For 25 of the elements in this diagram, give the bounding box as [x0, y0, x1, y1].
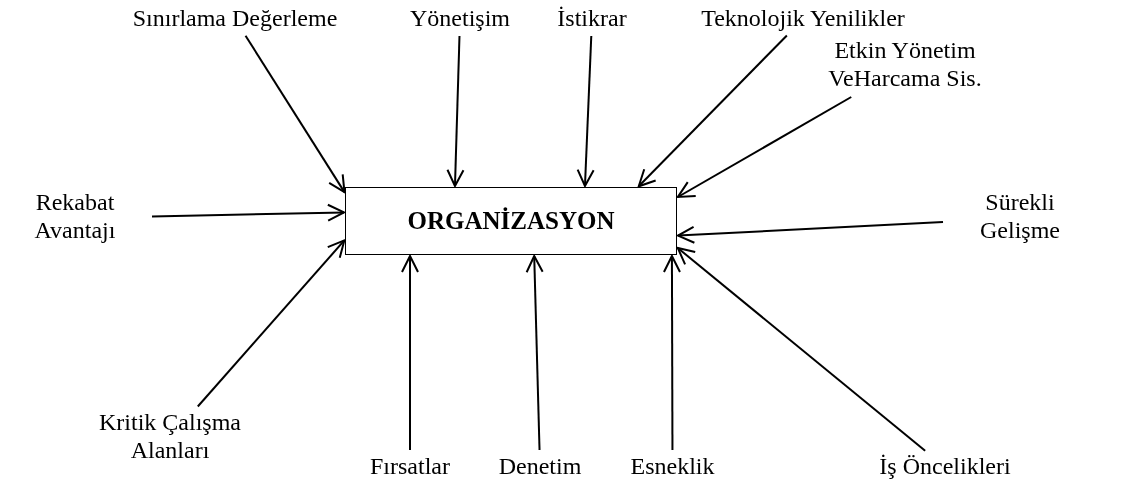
factor-label: Rekabat Avantajı: [0, 188, 150, 248]
arrow: [196, 239, 346, 408]
organization-box: ORGANİZASYON: [345, 187, 677, 255]
factor-label: İstikrar: [542, 4, 642, 34]
arrow: [244, 34, 346, 194]
arrow: [662, 255, 681, 451]
factor-label: Yönetişim: [385, 4, 535, 34]
arrow: [676, 247, 927, 452]
arrow: [676, 96, 853, 198]
factor-label: Denetim: [480, 452, 600, 481]
arrow: [446, 35, 465, 187]
arrow: [677, 220, 944, 244]
factor-label: Sürekli Gelişme: [945, 188, 1095, 248]
factor-label: Fırsatlar: [345, 452, 475, 481]
arrow: [525, 255, 544, 451]
factor-label: Sınırlama Değerleme: [105, 4, 365, 34]
arrow: [151, 203, 345, 222]
factor-label: Etkin Yönetim VeHarcama Sis.: [810, 36, 1000, 96]
factor-label: Esneklik: [615, 452, 730, 481]
factor-label: İş Öncelikleri: [860, 452, 1030, 481]
arrow: [576, 35, 595, 187]
factor-label: Teknolojik Yenilikler: [668, 4, 938, 34]
arrow: [401, 255, 419, 451]
factor-label: Kritik Çalışma Alanları: [75, 408, 265, 468]
arrow: [637, 34, 788, 188]
